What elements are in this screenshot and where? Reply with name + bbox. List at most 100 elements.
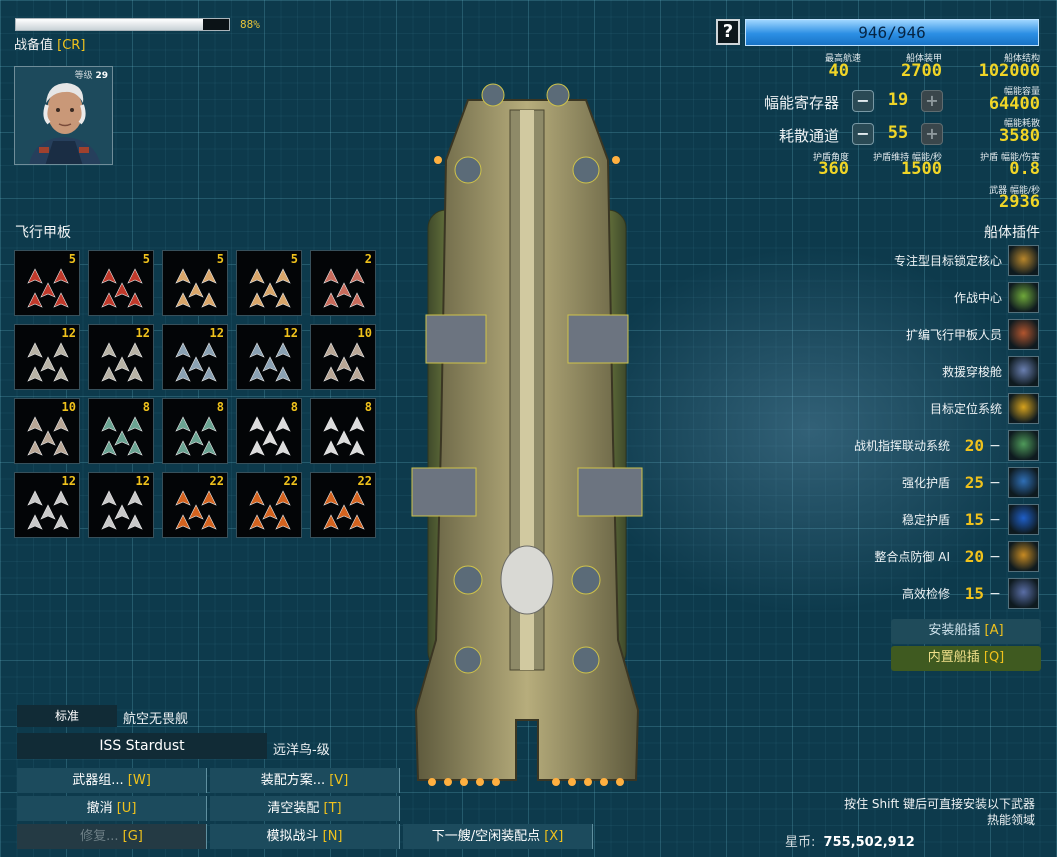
undo-button[interactable]: 撤消 [U] [17,796,207,821]
fighter-bay-count: 12 [135,326,150,340]
hullmod-remove-button[interactable]: − [989,585,1001,602]
hullmod-remove-button[interactable]: − [989,437,1001,454]
variants-button[interactable]: 装配方案... [V] [210,768,400,793]
add-hullmod-button[interactable]: 安装船插 [A] [891,619,1041,644]
fighter-bay-10[interactable]: 10 [310,324,376,390]
fighter-wing-icon [323,342,365,382]
hullmod-remove-button[interactable]: − [989,511,1001,528]
hullmod-icon [1008,467,1039,498]
next-ship-button[interactable]: 下一艘/空闲装配点 [X] [403,824,593,849]
fighter-bay-1[interactable]: 5 [14,250,80,316]
ship-sprite[interactable] [408,80,646,795]
captain-level-value: 29 [95,71,108,81]
strip-label: 清空装配 [T] [267,801,342,816]
fighter-bay-count: 12 [61,326,76,340]
hullmod-row[interactable]: 目标定位系统 [930,392,1039,425]
hullmod-name: 作战中心 [953,291,1002,305]
hullmod-icon [1008,393,1039,424]
hullmod-row[interactable]: 高效检修 15− [902,577,1039,610]
combat-readiness-fill [16,19,204,30]
fighter-bay-6[interactable]: 12 [14,324,80,390]
fighter-bay-20[interactable]: 22 [310,472,376,538]
hullmod-icon [1008,541,1039,572]
fighter-bay-9[interactable]: 12 [236,324,302,390]
hullmod-name: 扩编飞行甲板人员 [905,328,1002,342]
hullmod-row[interactable]: 专注型目标锁定核心 [894,244,1039,277]
flux-vents-minus-button[interactable]: − [852,123,874,145]
hull-label: 船体结构 [1003,54,1040,64]
fighter-bay-count: 5 [68,252,76,266]
fighter-bay-12[interactable]: 8 [88,398,154,464]
help-button[interactable]: ? [716,19,740,45]
fighter-bay-17[interactable]: 12 [88,472,154,538]
flux-vents-plus-button[interactable]: + [921,123,943,145]
fighter-bay-count: 12 [283,326,298,340]
hotkey-hint: [G] [122,829,143,844]
fighter-wing-icon [101,342,143,382]
fighter-bay-2[interactable]: 5 [88,250,154,316]
fighter-bay-19[interactable]: 22 [236,472,302,538]
fighter-wing-icon [323,490,365,530]
flux-capacitors-minus-button[interactable]: − [852,90,874,112]
hullmod-remove-button[interactable]: − [989,474,1001,491]
flux-vents-label: 耗散通道 [779,127,840,145]
captain-portrait[interactable]: 等级 29 [14,66,113,165]
hullmod-row[interactable]: 救援穿梭舱 [942,355,1039,388]
fighter-bay-count: 8 [142,400,150,414]
simulator-button[interactable]: 模拟战斗 [N] [210,824,400,849]
fighter-bay-13[interactable]: 8 [162,398,228,464]
fighter-wing-icon [27,268,69,308]
hullmod-icon [1008,356,1039,387]
hullmod-row[interactable]: 作战中心 [954,281,1039,314]
hullmod-remove-button[interactable]: − [989,548,1001,565]
captain-level: 等级 29 [75,68,108,81]
hotkey-hint: [W] [127,773,151,788]
fighter-wing-icon [101,416,143,456]
hullmod-row[interactable]: 扩编飞行甲板人员 [906,318,1039,351]
restore-label: 修复... [G] [80,829,143,844]
fighter-bay-16[interactable]: 12 [14,472,80,538]
fighter-wing-icon [323,416,365,456]
fighter-bay-11[interactable]: 10 [14,398,80,464]
fighter-bay-3[interactable]: 5 [162,250,228,316]
hullmod-op-cost: 15 [964,510,984,529]
hullmod-name: 高效检修 [901,587,950,601]
hullmod-name: 稳定护盾 [901,513,950,527]
fighter-bay-15[interactable]: 8 [310,398,376,464]
fighter-bay-8[interactable]: 12 [162,324,228,390]
flux-capacity-value: 64400 [988,94,1040,114]
shield-arc-value: 360 [818,159,849,179]
hotkey-hint: [V] [329,773,349,788]
fighter-wing-icon [101,268,143,308]
ship-name-field[interactable]: ISS Stardust [17,733,267,759]
hullmods-title: 船体插件 [984,225,1040,241]
fighter-wing-icon [175,268,217,308]
weapon-groups-button[interactable]: 武器组... [W] [17,768,207,793]
builtin-hullmod-button[interactable]: 内置船插 [Q] [891,646,1041,671]
hullmod-row[interactable]: 稳定护盾 15− [902,503,1039,536]
captain-face-icon [15,67,112,164]
hullmod-op-cost: 15 [964,584,984,603]
strip-button[interactable]: 清空装配 [T] [210,796,400,821]
combat-readiness-percent: 88% [240,18,260,31]
hullmod-name: 救援穿梭舱 [941,365,1002,379]
hullmod-icon [1008,430,1039,461]
fighter-bay-18[interactable]: 22 [162,472,228,538]
hullmod-icon [1008,282,1039,313]
fighter-bay-14[interactable]: 8 [236,398,302,464]
flux-capacitors-plus-button[interactable]: + [921,90,943,112]
shift-hint-line1: 按住 Shift 键后可直接安装以下武器 [844,797,1035,811]
fighter-bay-4[interactable]: 5 [236,250,302,316]
flux-vents-value: 55 [887,123,909,143]
restore-button[interactable]: 修复... [G] [17,824,207,849]
fighter-bay-count: 22 [209,474,224,488]
fighter-bay-5[interactable]: 2 [310,250,376,316]
fighter-wing-icon [27,416,69,456]
hullmod-name: 专注型目标锁定核心 [893,254,1002,268]
fighter-wing-icon [27,490,69,530]
fighter-bay-count: 5 [142,252,150,266]
fighter-bay-7[interactable]: 12 [88,324,154,390]
